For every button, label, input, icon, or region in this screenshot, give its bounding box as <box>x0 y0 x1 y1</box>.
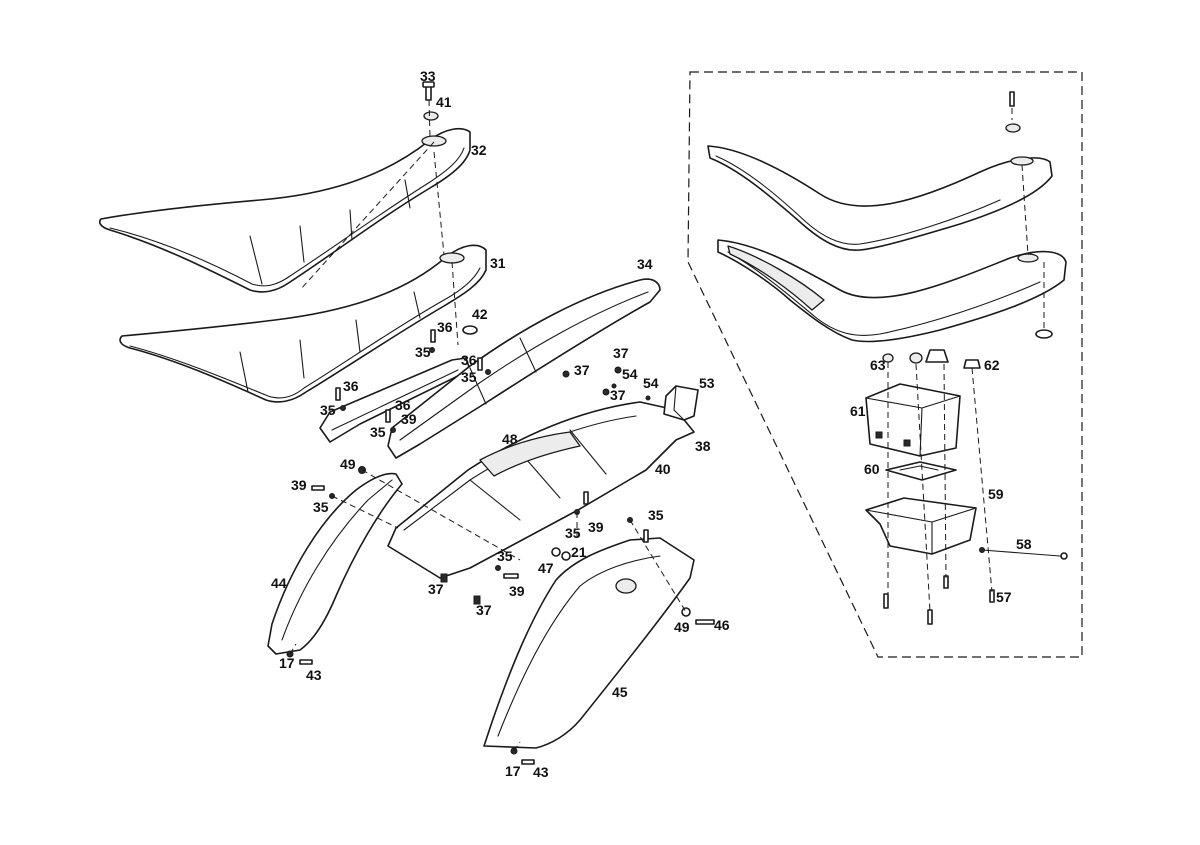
detail-battery-plate <box>885 461 957 481</box>
callout-35-c: 35 <box>320 402 336 418</box>
callout-36-c: 36 <box>343 378 359 394</box>
callout-39-b: 39 <box>291 477 307 493</box>
callout-42: 42 <box>472 306 488 322</box>
callout-35-a: 35 <box>415 344 431 360</box>
callout-36-b: 36 <box>461 352 477 368</box>
seat-rail-strip <box>319 357 471 443</box>
callout-60: 60 <box>864 461 880 477</box>
callout-62: 62 <box>984 357 1000 373</box>
rear-fender <box>387 401 695 579</box>
callout-48: 48 <box>502 431 518 447</box>
callout-38: 38 <box>695 438 711 454</box>
callout-33: 33 <box>420 68 436 84</box>
callout-36-d: 36 <box>395 397 411 413</box>
detail-seat-cover <box>707 91 1053 251</box>
detail-rubber-mounts <box>882 349 981 369</box>
leader-lines <box>289 99 1045 752</box>
callout-44: 44 <box>271 575 287 591</box>
callout-37-d: 37 <box>428 581 444 597</box>
callout-37-b: 37 <box>613 345 629 361</box>
callout-39-c: 39 <box>588 519 604 535</box>
fastener-bolt-33 <box>422 81 435 101</box>
side-cover-right <box>483 537 695 749</box>
tail-light <box>663 385 699 421</box>
callout-49-a: 49 <box>340 456 356 472</box>
callout-35-b: 35 <box>461 369 477 385</box>
detail-battery <box>865 383 961 457</box>
callout-35-h: 35 <box>497 548 513 564</box>
callout-35-g: 35 <box>648 507 664 523</box>
callout-43-a: 43 <box>306 667 322 683</box>
callout-34: 34 <box>637 256 653 272</box>
callout-36-a: 36 <box>437 319 453 335</box>
side-cover-left <box>267 472 403 655</box>
callout-53: 53 <box>699 375 715 391</box>
callout-54-b: 54 <box>643 375 659 391</box>
callout-47: 47 <box>538 560 554 576</box>
callout-61: 61 <box>850 403 866 419</box>
callout-17-a: 17 <box>279 655 295 671</box>
callout-63: 63 <box>870 357 886 373</box>
detail-seat-base <box>717 239 1067 343</box>
rear-cowl <box>387 278 661 459</box>
seat-base <box>119 244 487 403</box>
callout-37-a: 37 <box>574 362 590 378</box>
detail-bolts <box>883 575 995 625</box>
detail-group-boundary <box>687 71 1083 658</box>
grommet-41 <box>423 111 439 121</box>
callout-17-b: 17 <box>505 763 521 779</box>
callout-37-e: 37 <box>476 602 492 618</box>
callout-39-a: 39 <box>401 411 417 427</box>
callout-37-c: 37 <box>610 387 626 403</box>
callouts: 33 41 32 31 34 42 36 35 36 35 37 37 54 5… <box>271 68 1032 780</box>
callout-31: 31 <box>490 255 506 271</box>
callout-32: 32 <box>471 142 487 158</box>
washer-42 <box>462 325 478 335</box>
callout-58: 58 <box>1016 536 1032 552</box>
callout-43-b: 43 <box>533 764 549 780</box>
callout-45: 45 <box>612 684 628 700</box>
callout-57: 57 <box>996 589 1012 605</box>
callout-35-f: 35 <box>565 525 581 541</box>
callout-54-a: 54 <box>622 366 638 382</box>
callout-39-d: 39 <box>509 583 525 599</box>
seat-cover <box>98 127 471 293</box>
detail-battery-tray <box>865 497 977 555</box>
callout-59: 59 <box>988 486 1004 502</box>
callout-41: 41 <box>436 94 452 110</box>
callout-21: 21 <box>571 544 587 560</box>
callout-49-b: 49 <box>674 619 690 635</box>
callout-35-d: 35 <box>370 424 386 440</box>
callout-35-e: 35 <box>313 499 329 515</box>
detail-cable-58 <box>979 547 1068 560</box>
callout-46: 46 <box>714 617 730 633</box>
callout-40: 40 <box>655 461 671 477</box>
